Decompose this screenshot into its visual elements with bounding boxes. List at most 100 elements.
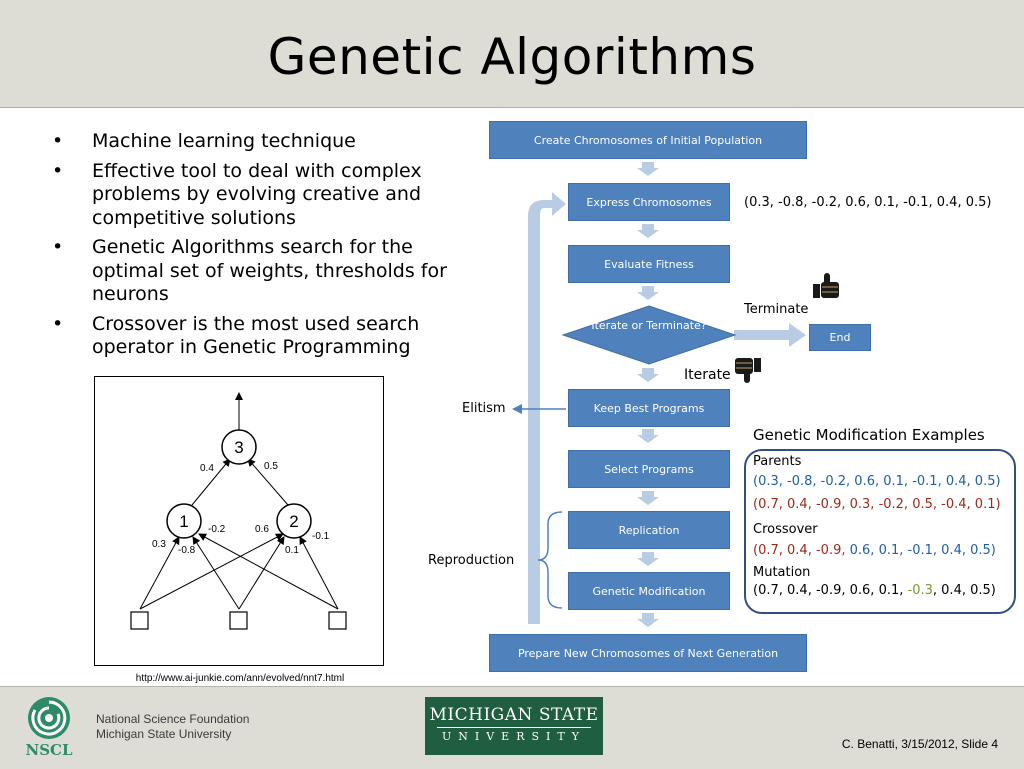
gene-value: -0.9, xyxy=(811,497,846,512)
thumbs-down-icon xyxy=(735,358,761,383)
parent-2-chromosome: (0.7, 0.4, -0.9, 0.3, -0.2, 0.5, -0.4, 0… xyxy=(753,497,1001,512)
gene-value: (0.3, xyxy=(753,474,783,489)
terminate-arrow xyxy=(734,323,806,347)
flow-arrow xyxy=(637,613,659,627)
neural-network-svg: 3 1 2 0.4 0.5 0.3 -0.8 -0.2 0.6 0.1 -0.1 xyxy=(130,392,347,630)
gene-value: (0.7, xyxy=(753,497,783,512)
bullet-marker: • xyxy=(52,130,64,152)
gene-value: -0.1, xyxy=(908,474,942,489)
mutation-label: Mutation xyxy=(753,565,811,580)
create-population-box: Create Chromosomes of Initial Population xyxy=(489,121,807,159)
gene-value: 0.4, xyxy=(941,474,971,489)
thumbs-up-icon xyxy=(813,273,839,298)
bullet-text: Machine learning technique xyxy=(92,130,356,152)
gene-value: -0.2, xyxy=(816,474,851,489)
gene-value: 0.4, xyxy=(782,583,812,598)
flow-arrow xyxy=(637,491,659,505)
neuron-3 xyxy=(221,429,257,465)
nscl-wordmark: NSCL xyxy=(25,741,73,759)
neuron-label: 2 xyxy=(289,512,298,531)
flow-arrow xyxy=(637,552,659,566)
gene-value: 0.4, xyxy=(937,543,966,558)
gene-value: 0.3, xyxy=(845,497,875,512)
gene-value: 0.5) xyxy=(965,583,996,598)
gene-value: 0.5) xyxy=(970,474,1001,489)
flow-arrow xyxy=(637,162,659,176)
crossover-label: Crossover xyxy=(753,522,818,537)
gene-value: 0.4, xyxy=(782,497,812,512)
gene-value: -0.4, xyxy=(937,497,971,512)
flow-arrow xyxy=(637,429,659,443)
gene-value: -0.1, xyxy=(903,543,938,558)
prepare-next-generation-box: Prepare New Chromosomes of Next Generati… xyxy=(489,634,807,672)
bullet-item: •Genetic Algorithms search for the optim… xyxy=(52,236,472,307)
weight-label: -0.2 xyxy=(208,524,226,535)
bullet-item: • Machine learning technique xyxy=(52,130,472,154)
neuron-label: 1 xyxy=(179,512,188,531)
slide-info: C. Benatti, 3/15/2012, Slide 4 xyxy=(841,737,998,751)
weight-label: 0.1 xyxy=(285,545,299,556)
neuron-2 xyxy=(276,503,312,539)
edge-2-3 xyxy=(247,458,289,506)
msu-line: Michigan State University xyxy=(96,727,232,741)
flow-arrow xyxy=(637,224,659,238)
end-box: End xyxy=(809,324,871,351)
weight-label: -0.8 xyxy=(178,545,196,556)
select-programs-box: Select Programs xyxy=(568,450,730,488)
chromosome-example: (0.3, -0.8, -0.2, 0.6, 0.1, -0.1, 0.4, 0… xyxy=(744,195,992,210)
weight-label: 0.3 xyxy=(152,539,166,550)
gene-value: -0.8, xyxy=(782,474,817,489)
neuron-1 xyxy=(166,503,202,539)
bullet-text: Effective tool to deal with complex prob… xyxy=(92,159,422,229)
edge-1-3 xyxy=(191,458,231,506)
edge-in2-2 xyxy=(238,536,285,610)
gene-value: (0.7, xyxy=(753,543,783,558)
gene-value: 0.4, xyxy=(937,583,966,598)
nsf-text: National Science Foundation Michigan Sta… xyxy=(96,712,249,742)
bullet-list: • Machine learning technique • Effective t… xyxy=(52,130,472,366)
weight-label: 0.6 xyxy=(255,524,269,535)
edge-in1-2 xyxy=(139,533,284,610)
gene-value: , xyxy=(932,583,938,598)
gene-value: -0.9, xyxy=(811,583,846,598)
input-node xyxy=(130,611,149,630)
crossover-chromosome: (0.7, 0.4, -0.9, 0.6, 0.1, -0.1, 0.4, 0.… xyxy=(753,543,996,558)
gene-value: 0.4, xyxy=(782,543,812,558)
mutation-chromosome: (0.7, 0.4, -0.9, 0.6, 0.1, -0.3, 0.4, 0.… xyxy=(753,583,996,598)
msu-logo-line-2: UNIVERSITY xyxy=(442,730,586,743)
bullet-marker: • xyxy=(52,312,64,335)
neuron-label: 3 xyxy=(234,438,243,457)
decision-label: Iterate or Terminate? xyxy=(591,319,707,332)
bullet-text: Genetic Algorithms search for the optima… xyxy=(92,236,447,305)
nscl-logo-icon xyxy=(28,697,70,739)
neural-network-diagram: 3 1 2 0.4 0.5 0.3 -0.8 -0.2 0.6 0.1 -0.1 xyxy=(94,376,384,666)
iterate-label: Iterate xyxy=(684,367,731,383)
nsf-line: National Science Foundation xyxy=(96,712,250,726)
edge-in3-1 xyxy=(198,533,339,610)
evaluate-fitness-box: Evaluate Fitness xyxy=(568,245,730,283)
bullet-item: •Crossover is the most used search opera… xyxy=(52,313,472,360)
gene-value: -0.2, xyxy=(874,497,909,512)
elitism-arrowhead xyxy=(512,404,522,414)
gene-value: (0.7, xyxy=(753,583,783,598)
bullet-marker: • xyxy=(52,159,64,182)
loop-back-arrow xyxy=(528,192,566,624)
gene-value: 0.5, xyxy=(908,497,938,512)
source-url[interactable]: http://www.ai-junkie.com/ann/evolved/nnt… xyxy=(135,673,345,684)
parent-1-chromosome: (0.3, -0.8, -0.2, 0.6, 0.1, -0.1, 0.4, 0… xyxy=(753,474,1001,489)
gene-value: -0.3 xyxy=(903,583,933,598)
elitism-label: Elitism xyxy=(462,401,506,416)
gene-value: 0.6, xyxy=(845,583,875,598)
gene-value: 0.5) xyxy=(965,543,996,558)
edge-in1-1 xyxy=(139,536,180,610)
flow-arrow xyxy=(637,368,659,382)
nscl-logo: NSCL xyxy=(22,694,76,760)
edge-in3-2 xyxy=(299,536,339,610)
weight-label: 0.4 xyxy=(200,463,214,474)
bullet-item: • Effective tool to deal with complex pro… xyxy=(52,160,472,231)
gene-value: 0.1) xyxy=(970,497,1001,512)
reproduction-brace xyxy=(537,511,563,609)
reproduction-label: Reproduction xyxy=(428,553,515,568)
input-node xyxy=(328,611,347,630)
